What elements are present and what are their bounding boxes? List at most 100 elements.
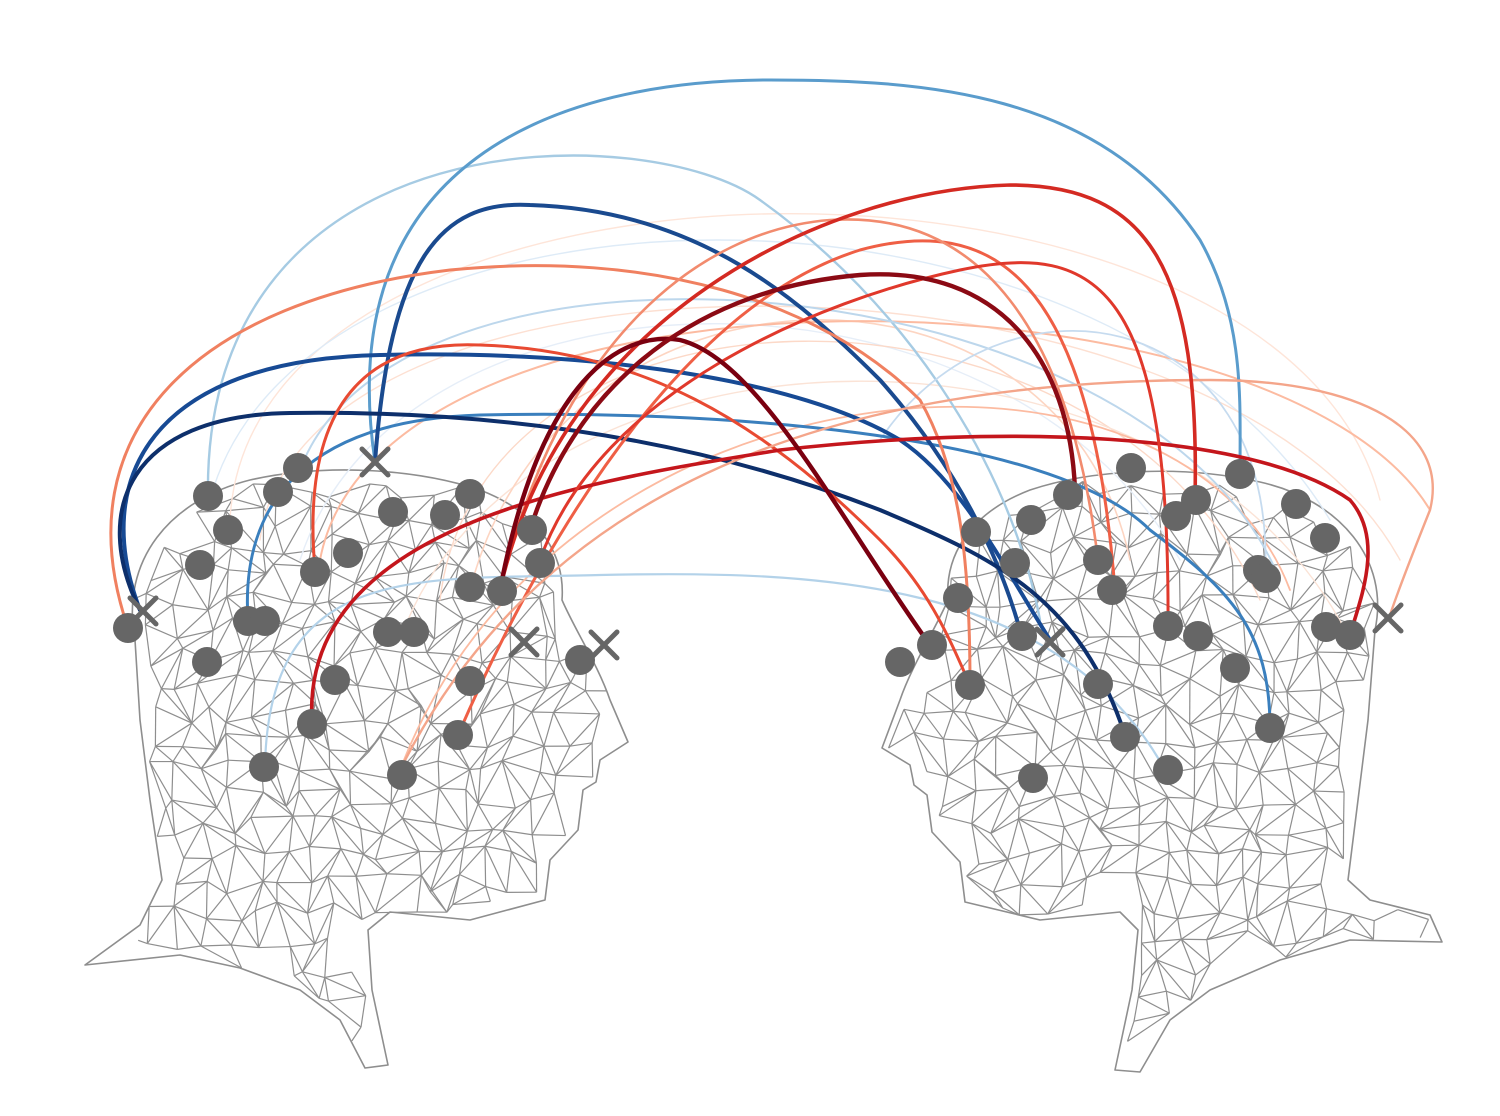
mesh-edge bbox=[1152, 572, 1158, 600]
mesh-edge bbox=[543, 712, 555, 747]
mesh-edge bbox=[1235, 808, 1251, 831]
mesh-edge bbox=[1274, 658, 1298, 664]
mesh-edge bbox=[1373, 909, 1399, 922]
mesh-edge bbox=[1077, 737, 1097, 741]
mesh-edge bbox=[1190, 798, 1195, 833]
mesh-edge bbox=[501, 735, 514, 761]
mesh-edge bbox=[487, 735, 514, 749]
mesh-edge bbox=[182, 569, 209, 611]
mesh-edge bbox=[1281, 736, 1318, 764]
mesh-edge bbox=[1290, 609, 1300, 623]
mesh-edge bbox=[529, 799, 533, 835]
mesh-edge bbox=[182, 629, 214, 649]
mesh-edge bbox=[357, 684, 396, 692]
mesh-edge bbox=[228, 569, 266, 574]
mesh-edge bbox=[1286, 658, 1298, 693]
mesh-edge bbox=[1257, 624, 1275, 664]
mesh-edge bbox=[939, 814, 972, 825]
mesh-edge bbox=[485, 886, 491, 902]
mesh-edge bbox=[191, 683, 199, 724]
mesh-edge bbox=[1018, 818, 1062, 845]
mesh-edge bbox=[1153, 877, 1168, 914]
mesh-edge bbox=[1220, 684, 1240, 714]
mesh-edge bbox=[331, 816, 361, 829]
mesh-edge bbox=[1189, 724, 1196, 748]
mesh-edge bbox=[903, 708, 925, 714]
mesh-edge bbox=[943, 738, 979, 742]
mesh-edge bbox=[1114, 768, 1135, 780]
mesh-edge bbox=[1233, 713, 1248, 740]
mesh-edge bbox=[1141, 904, 1156, 942]
mesh-edge bbox=[1317, 762, 1339, 768]
mesh-edge bbox=[1289, 846, 1329, 889]
mesh-edge bbox=[327, 875, 363, 920]
mesh-edge bbox=[1108, 805, 1140, 810]
mesh-edge bbox=[191, 722, 217, 750]
mesh-edge bbox=[973, 741, 980, 760]
mesh-edge bbox=[328, 749, 351, 772]
mesh-edge bbox=[436, 596, 453, 602]
mesh-edge bbox=[1290, 570, 1324, 611]
mesh-edge bbox=[351, 971, 367, 996]
mesh-edge bbox=[1218, 848, 1243, 855]
optode-dot bbox=[455, 479, 485, 509]
mesh-edge bbox=[274, 526, 285, 555]
mesh-edge bbox=[276, 901, 308, 914]
mesh-edge bbox=[254, 881, 264, 911]
mesh-edge bbox=[1160, 695, 1167, 706]
mesh-edge bbox=[1063, 826, 1080, 852]
mesh-edge bbox=[227, 547, 233, 570]
mesh-edge bbox=[241, 910, 256, 922]
optode-dot bbox=[443, 720, 473, 750]
mesh-edge bbox=[1052, 536, 1075, 580]
mesh-edge bbox=[1078, 845, 1113, 852]
mesh-edge bbox=[1281, 737, 1289, 769]
mesh-edge bbox=[248, 650, 273, 653]
mesh-edge bbox=[1134, 572, 1158, 577]
mesh-edge bbox=[1051, 597, 1079, 623]
mesh-edge bbox=[1060, 826, 1065, 844]
mesh-edge bbox=[1212, 762, 1237, 810]
mesh-edge bbox=[953, 710, 966, 714]
mesh-edge bbox=[272, 553, 284, 565]
mesh-edge bbox=[545, 681, 571, 690]
mesh-edge bbox=[1210, 510, 1229, 538]
mesh-edge bbox=[1104, 636, 1110, 654]
mesh-edge bbox=[1073, 649, 1082, 696]
optode-dot bbox=[1110, 722, 1140, 752]
mesh-edge bbox=[1327, 732, 1340, 748]
mesh-edge bbox=[990, 806, 1020, 834]
mesh-edge bbox=[484, 845, 508, 893]
mesh-edge bbox=[207, 569, 229, 611]
mesh-edge bbox=[149, 746, 156, 762]
mesh-edge bbox=[226, 786, 264, 793]
mesh-edge bbox=[1002, 646, 1014, 697]
mesh-edge bbox=[479, 681, 508, 715]
mesh-edge bbox=[993, 884, 1021, 893]
mesh-edge bbox=[1273, 942, 1297, 947]
mesh-edge bbox=[1254, 834, 1263, 853]
mesh-edge bbox=[1138, 806, 1141, 825]
mesh-edge bbox=[349, 647, 376, 654]
connection-arc bbox=[109, 264, 972, 687]
mesh-edge bbox=[395, 688, 409, 692]
mesh-edge bbox=[1286, 651, 1318, 693]
mesh-edge bbox=[478, 803, 516, 809]
mesh-edge bbox=[1342, 567, 1354, 612]
mesh-edge bbox=[429, 851, 443, 892]
mesh-edge bbox=[420, 705, 432, 724]
mesh-edge bbox=[475, 540, 504, 578]
mesh-edge bbox=[150, 638, 178, 667]
mesh-edge bbox=[976, 649, 983, 679]
mesh-edge bbox=[451, 597, 464, 620]
mesh-edge bbox=[1316, 651, 1337, 682]
mesh-edge bbox=[340, 848, 357, 877]
mesh-edge bbox=[1132, 685, 1140, 719]
mesh-edge bbox=[978, 735, 996, 742]
mesh-edge bbox=[200, 918, 208, 947]
mesh-edge bbox=[1242, 877, 1249, 921]
mesh-edge bbox=[531, 681, 571, 713]
mesh-edge bbox=[1290, 592, 1326, 611]
mesh-edge bbox=[200, 733, 227, 769]
mesh-edge bbox=[924, 710, 954, 714]
